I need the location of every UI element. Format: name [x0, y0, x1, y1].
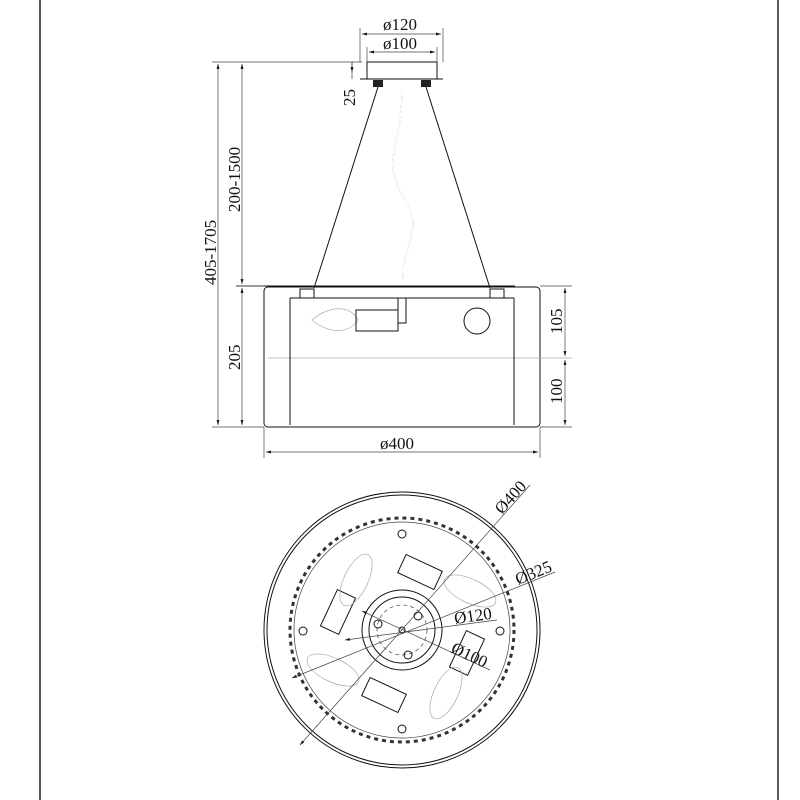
dim-canopy-height: 25: [340, 89, 359, 106]
drawing-frame: [39, 0, 779, 800]
dim-lower-section: 100: [547, 379, 566, 405]
canopy: [360, 61, 443, 87]
side-view: ø120 ø100 25: [201, 15, 572, 458]
plan-view: Ø400 Ø325 Ø120 Ø100: [263, 477, 556, 769]
shade: [236, 285, 572, 428]
dim-canopy-inner: ø100: [383, 34, 417, 53]
dim-suspension: 200-1500: [225, 147, 244, 212]
sockets: [306, 553, 497, 720]
dim-canopy-outer: ø120: [383, 15, 417, 34]
dim-plan-outer: Ø400: [491, 477, 530, 518]
dim-shade-diameter: ø400: [380, 434, 414, 453]
screws: [298, 529, 505, 734]
dim-total-height: 405-1705: [201, 220, 220, 285]
dim-shade-height: 205: [225, 345, 244, 371]
dim-plan-canopy-outer: Ø120: [453, 604, 493, 628]
suspension-cables: [313, 86, 491, 289]
dim-upper-section: 105: [547, 309, 566, 335]
dim-plan-canopy-inner: Ø100: [448, 638, 490, 671]
